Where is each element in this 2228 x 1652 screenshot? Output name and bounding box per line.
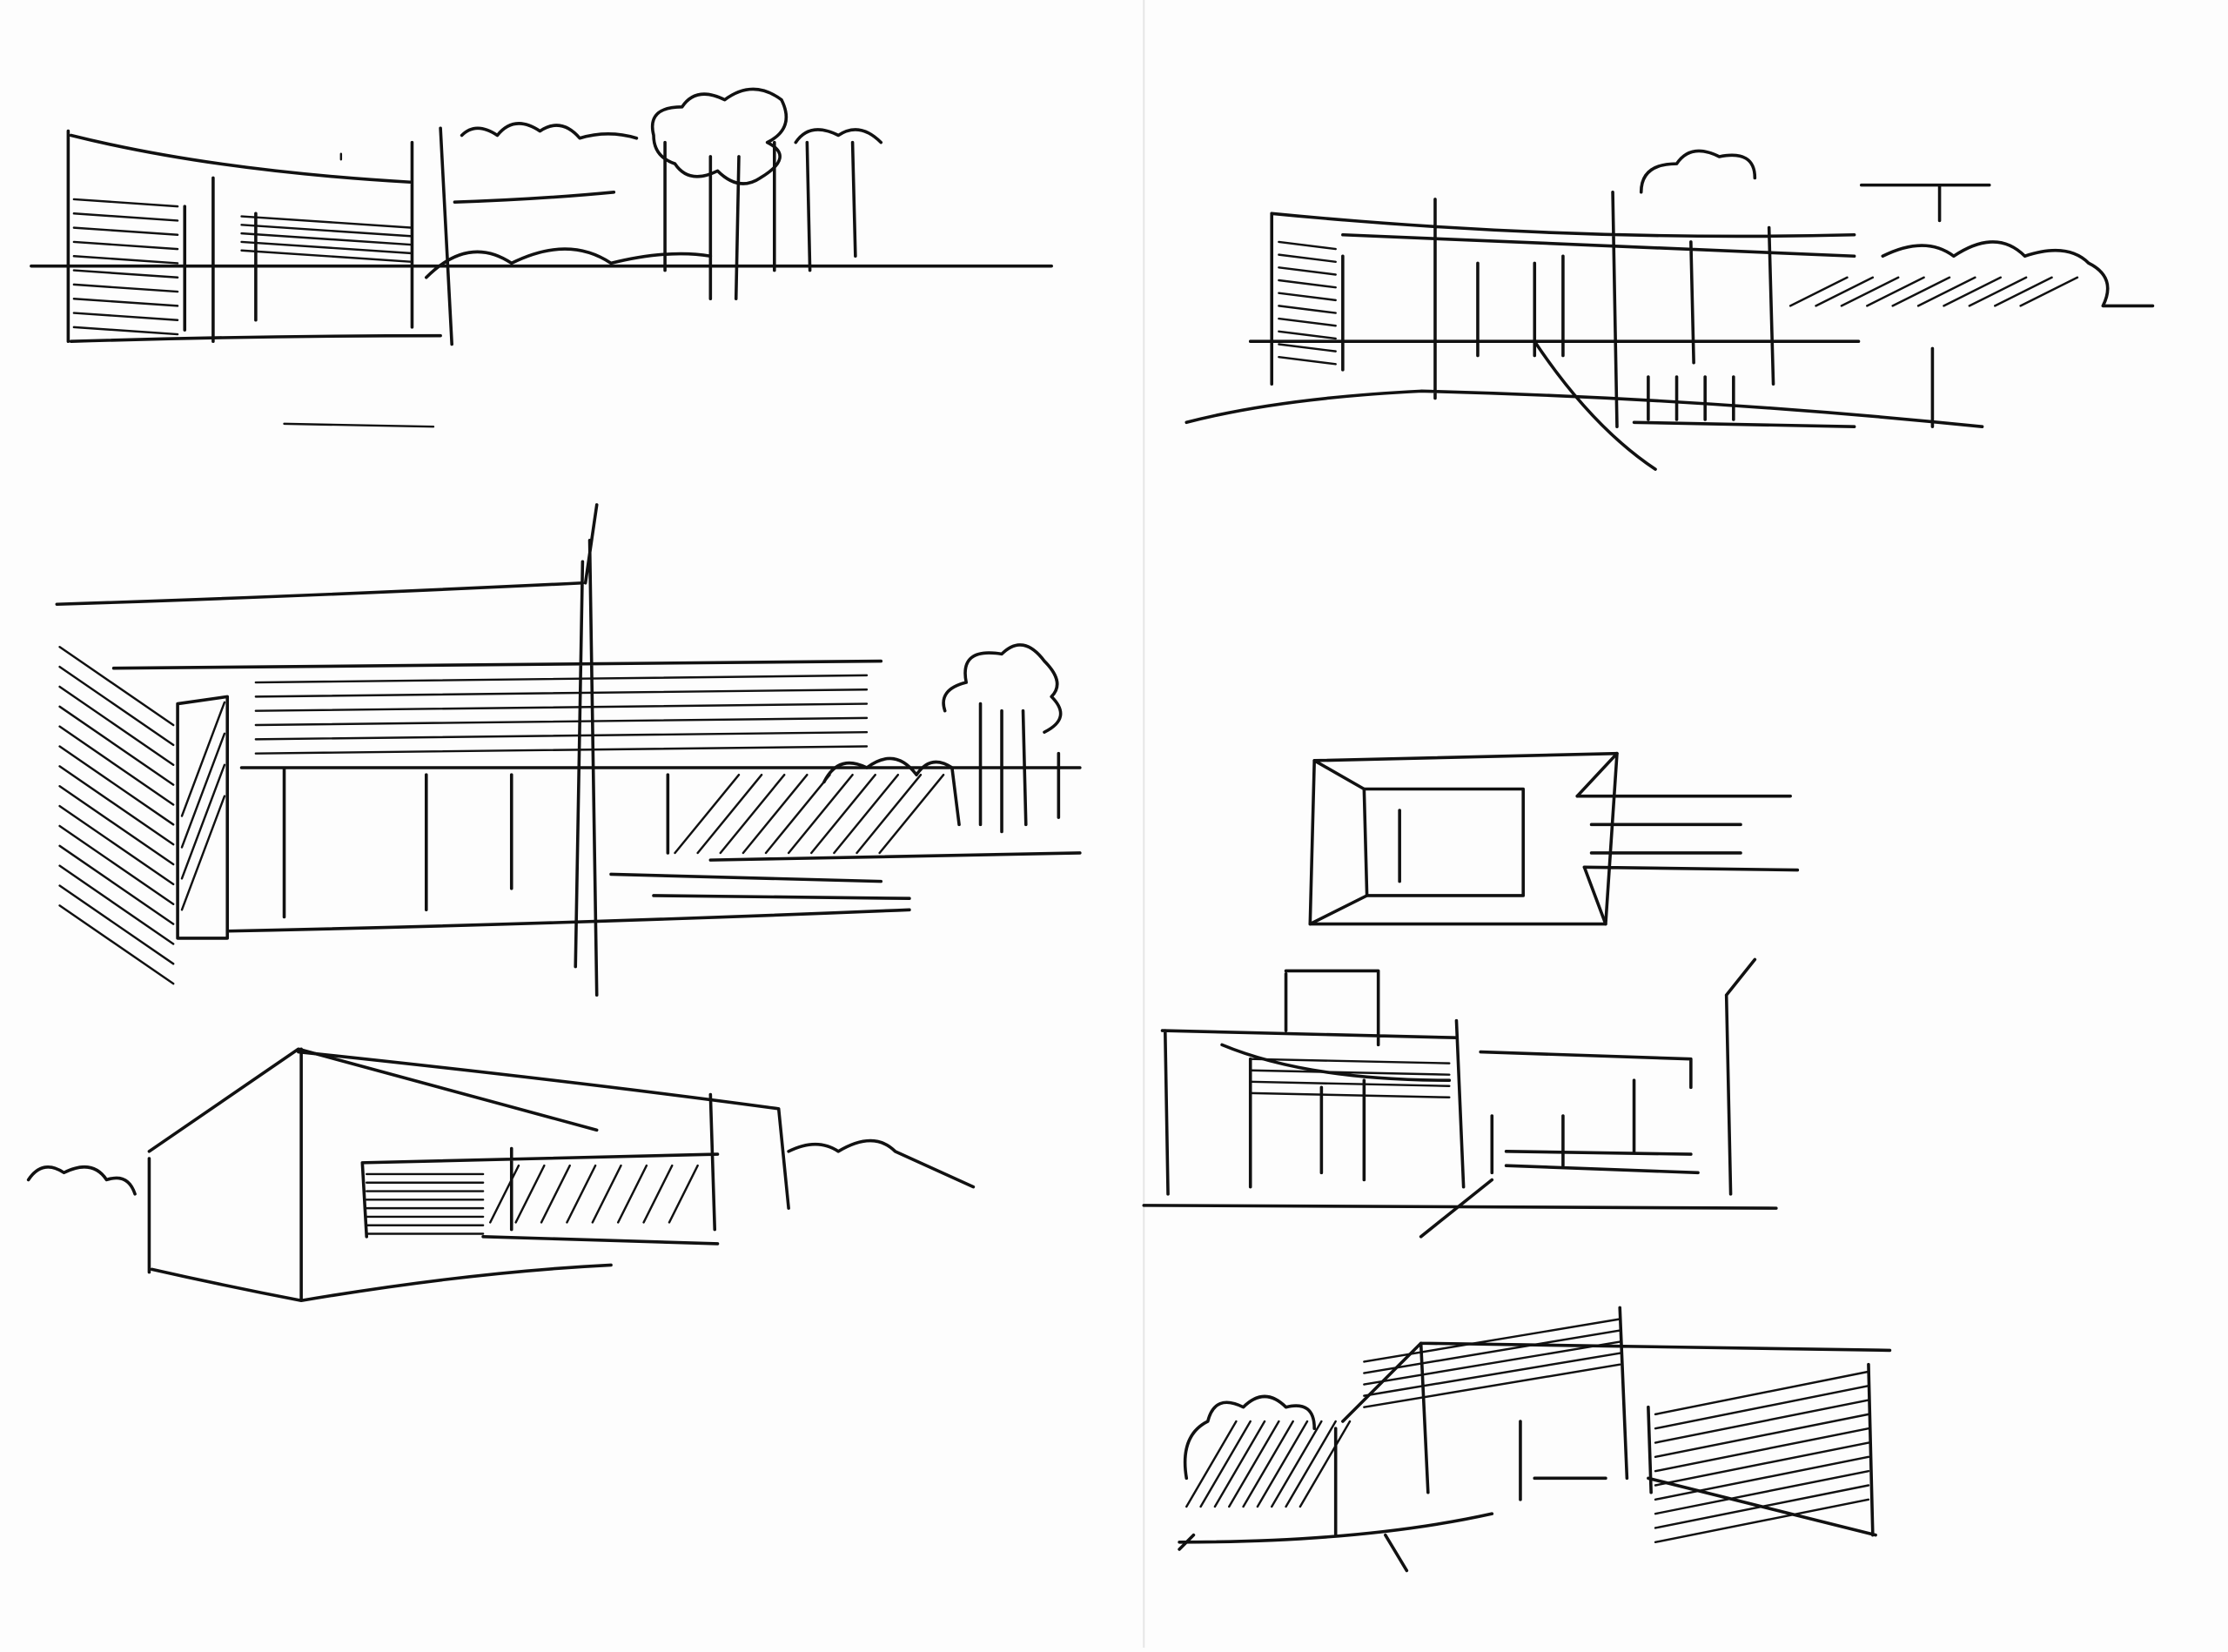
hatch-roof-7 — [1363, 1318, 1621, 1408]
sketch-2-pavilion-elevation — [1184, 149, 2155, 471]
sketch-7-canopy-perspective — [1178, 1306, 1892, 1573]
sketch-6-courtyard-perspective — [1142, 957, 1778, 1239]
sketch-4-house-perspective — [26, 1047, 976, 1303]
hatch-roof-6 — [1249, 1058, 1451, 1099]
hatch-roof-1 — [240, 215, 413, 264]
hatch-trees-7 — [1185, 1420, 1352, 1508]
hatch-roof-3 — [254, 674, 869, 755]
hatch-wall-4 — [366, 1172, 485, 1235]
sketch-5-box-diagram — [1308, 751, 1800, 926]
hatch-landscape-2 — [1788, 276, 2079, 307]
hatch-wall-3 — [58, 646, 175, 985]
hatch-wall-7 — [1654, 1370, 1870, 1544]
sketch-1-house-with-trees — [30, 87, 1053, 428]
hatch-shade-3 — [674, 773, 945, 855]
hatch-wall-1 — [72, 198, 179, 336]
hatch-diag-3 — [180, 701, 226, 911]
sketch-3-large-perspective — [55, 503, 1082, 997]
hatch-wall-2 — [1278, 240, 1337, 366]
hatch-diag-4 — [489, 1164, 699, 1224]
